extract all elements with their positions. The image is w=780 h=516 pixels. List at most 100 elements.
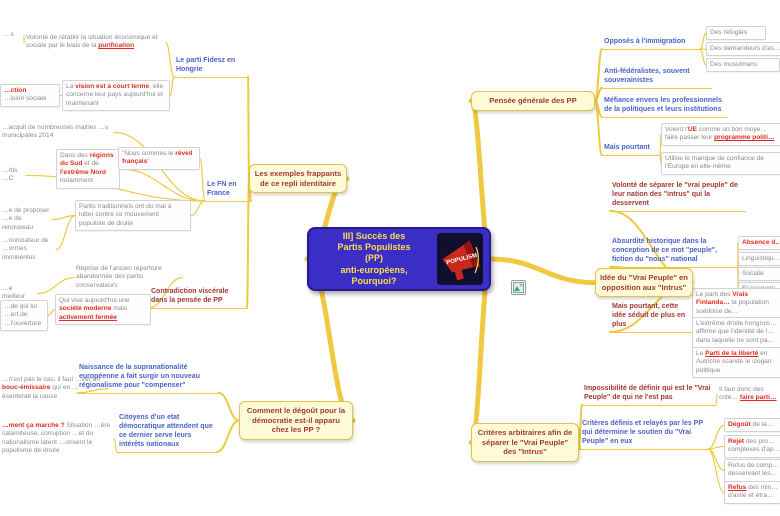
- node-citoyens-etat[interactable]: Citoyens d'un etat démocratique attenden…: [117, 414, 217, 453]
- node-exemples[interactable]: Les exemples frappants de ce repli ident…: [249, 164, 347, 194]
- text-segment: purification: [98, 42, 135, 50]
- text-segment: …n'est pas le cas, il faut …ver un: [2, 376, 101, 383]
- node-anti-federalistes[interactable]: Anti-fédéralistes, souvent souverainiste…: [602, 68, 712, 89]
- node-criteres-definis[interactable]: Critères définis et relayés par les PP q…: [580, 420, 708, 450]
- central-topic-title: III] Succès des Partis Populistes (PP) a…: [337, 230, 411, 286]
- text-segment: …rtis: [2, 167, 18, 174]
- node-volonte-separer[interactable]: Volonté de séparer le "vrai peuple" de l…: [610, 182, 746, 212]
- text-segment: Le parti Fidesz en Hongrie: [176, 57, 236, 73]
- node-reprise-repertoire[interactable]: Reprise de l'ancien répertoire abandonné…: [74, 264, 182, 291]
- node-idee-vrai-peuple[interactable]: Idée du "Vrai Peuple" en opposition aux …: [595, 268, 693, 298]
- node-fn[interactable]: Le FN en France: [205, 181, 251, 202]
- node-regions-sud-nord[interactable]: Dans des régions du Sud et de l'extrême …: [56, 149, 120, 189]
- node-parti-liberte[interactable]: Le Parti de la liberté en Autriche scand…: [692, 347, 780, 379]
- text-segment: Opposés à l'immigration: [604, 38, 686, 45]
- node-refugies[interactable]: Des réfugiés: [706, 26, 766, 41]
- node-partis-traditionnels[interactable]: Partis traditionnels ont du mal à lutter…: [75, 200, 191, 232]
- text-segment: …e de proposer: [2, 207, 50, 214]
- text-segment: Citoyens d'un etat démocratique attenden…: [119, 414, 213, 448]
- text-segment: Volonté de rétablir la situation économi…: [26, 34, 158, 50]
- node-mais-pourtant-idee[interactable]: Mais pourtant, cette idée séduit de plus…: [610, 303, 696, 333]
- text-segment: Parti de la liberté: [705, 350, 759, 357]
- text-segment: Pensée générale des PP: [489, 96, 577, 105]
- node-vrais-finlandais[interactable]: Le parti des Vrais Finlanda… la populati…: [692, 288, 780, 320]
- text-segment: …acquit de nombreuses mairies …s municip…: [2, 124, 109, 140]
- node-sociale[interactable]: Sociale: [738, 267, 780, 282]
- node-il-faut-criteres[interactable]: Il faut donc des critè… faire parti…: [717, 385, 780, 404]
- node-refus-de[interactable]: Refus de comp… desservant les…: [724, 459, 780, 482]
- node-vision-court-terme[interactable]: La vision est à court terme, elle concer…: [62, 80, 170, 112]
- text-segment: Mais pourtant, cette idée séduit de plus…: [612, 303, 686, 328]
- text-segment: notamment: [60, 177, 93, 185]
- node-utilise-manque-confiance[interactable]: Utilise le manque de confiance de l'Euro…: [661, 152, 780, 175]
- node-degout-de[interactable]: Dégoût de la…: [724, 418, 780, 433]
- text-segment: Critères définis et relayés par les PP q…: [582, 420, 703, 445]
- text-segment: Idée du "Vrai Peuple" en opposition aux …: [600, 273, 688, 292]
- text-segment: …l'ouverture: [4, 319, 42, 327]
- text-segment: Refus de comp… desservant les…: [728, 462, 779, 478]
- text-segment: …s: [4, 31, 14, 38]
- text-segment: activement fermée: [59, 313, 117, 321]
- text-segment: …C: [2, 175, 14, 183]
- node-contradiction[interactable]: Contradiction viscérale dans la pensée d…: [149, 288, 247, 309]
- text-segment: ": [147, 158, 150, 166]
- text-segment: Situation …ère calamiteuse, corruption ……: [2, 422, 111, 455]
- node-absurdite-historique[interactable]: Absurdité historique dans la conception …: [610, 238, 738, 268]
- text-segment: Vrais Finlanda…: [696, 291, 749, 307]
- text-segment: …e de renouveau: [2, 215, 34, 231]
- node-fragment-purification[interactable]: …ction…ision sociale: [0, 84, 60, 107]
- text-segment: Sociale: [742, 270, 764, 277]
- node-rejet-des[interactable]: Rejet des pro… complexes d'ap…: [724, 435, 780, 458]
- node-fragment-ca-marche[interactable]: …ment ça marche ? Situation …ère calamit…: [0, 421, 114, 457]
- text-segment: Dans des: [60, 152, 90, 159]
- node-musulmans[interactable]: Des musulmans: [706, 58, 780, 73]
- node-comment-degout[interactable]: Comment le dégoût pour la démocratie est…: [239, 401, 353, 441]
- node-societe-moderne[interactable]: Qui vise aujourd'hui une société moderne…: [55, 294, 151, 326]
- node-voient-ue[interactable]: Voient l'UE comme un bon moye… faire pas…: [661, 123, 780, 146]
- image-attachment-glyph: [513, 282, 524, 293]
- image-attachment-icon[interactable]: [511, 280, 526, 295]
- text-segment: Des réfugiés: [710, 29, 748, 36]
- node-linguistique[interactable]: Linguistiqu…: [738, 252, 780, 267]
- node-fragment-proposer[interactable]: …e de proposer…e de renouveau: [0, 206, 52, 233]
- text-segment: Des musulmans: [710, 61, 758, 68]
- node-mefiance[interactable]: Méfiance envers les professionnels de la…: [602, 97, 728, 118]
- node-absence[interactable]: Absence d…: [738, 236, 780, 251]
- node-volonte-retablir[interactable]: Volonté de rétablir la situation économi…: [24, 33, 166, 52]
- node-fragment-ouverture[interactable]: …de qui lui…ert de…l'ouverture: [0, 300, 48, 332]
- text-segment: …ert de: [4, 311, 28, 319]
- node-reveil-francais[interactable]: "Nous sommes le réveil français": [118, 147, 200, 170]
- text-segment: la population suédoise de…: [696, 299, 769, 315]
- node-fidesz[interactable]: Le parti Fidesz en Hongrie: [174, 57, 248, 78]
- text-segment: Anti-fédéralistes, souvent souverainiste…: [604, 68, 690, 84]
- text-segment: Volonté de séparer le "vrai peuple" de l…: [612, 182, 738, 207]
- text-segment: qui en …ésenterait la cause: [2, 384, 79, 400]
- node-refus-des-min[interactable]: Refus des min… d'asile et étra…: [724, 481, 780, 504]
- node-opposes-immigration[interactable]: Opposés à l'immigration: [602, 38, 700, 50]
- node-fragment-annonciateur[interactable]: …nonciateur de…ormes imminentes: [0, 236, 56, 263]
- text-segment: Mais pourtant: [604, 144, 650, 151]
- node-naissance-supranationalite[interactable]: Naissance de la supranationalité europée…: [77, 364, 219, 394]
- node-acquit-mairies[interactable]: …acquit de nombreuses mairies …s municip…: [0, 123, 114, 142]
- node-mais-pourtant-pensee[interactable]: Mais pourtant: [602, 144, 660, 156]
- text-segment: Les exemples frappants de ce repli ident…: [254, 169, 342, 188]
- text-segment: Absence d…: [742, 239, 780, 246]
- node-criteres-arbitraires[interactable]: Critères arbitraires afin de séparer le …: [471, 423, 579, 463]
- text-segment: régions du Sud: [60, 152, 114, 168]
- node-extreme-droite-hongroise[interactable]: L'extrême droite hongrois… affirme que l…: [692, 317, 780, 349]
- text-segment: programme politi…: [714, 134, 775, 142]
- node-impossibilite-definir[interactable]: Impossibilité de définir qui est le "Vra…: [582, 385, 716, 406]
- text-segment: l'extrême Nord: [60, 168, 106, 176]
- node-fragment-partis[interactable]: …rtis…C: [0, 166, 26, 185]
- node-demandeurs-asile[interactable]: Des demandeurs d'as…: [706, 42, 780, 57]
- node-fragment-meilleur[interactable]: …e meilleur: [0, 284, 38, 303]
- node-pensee-generale[interactable]: Pensée générale des PP: [471, 91, 595, 111]
- text-segment: bouc-émissaire: [2, 384, 51, 392]
- text-segment: Il faut donc des critè…: [719, 386, 764, 402]
- node-fragment-bouc-emissaire[interactable]: …n'est pas le cas, il faut …ver un bouc-…: [0, 375, 108, 402]
- node-fragment-top-left[interactable]: …s: [2, 30, 24, 40]
- text-segment: L'extrême droite hongrois… affirme que l…: [696, 320, 777, 344]
- central-topic[interactable]: III] Succès des Partis Populistes (PP) a…: [307, 227, 491, 291]
- text-segment: Rejet: [728, 438, 745, 445]
